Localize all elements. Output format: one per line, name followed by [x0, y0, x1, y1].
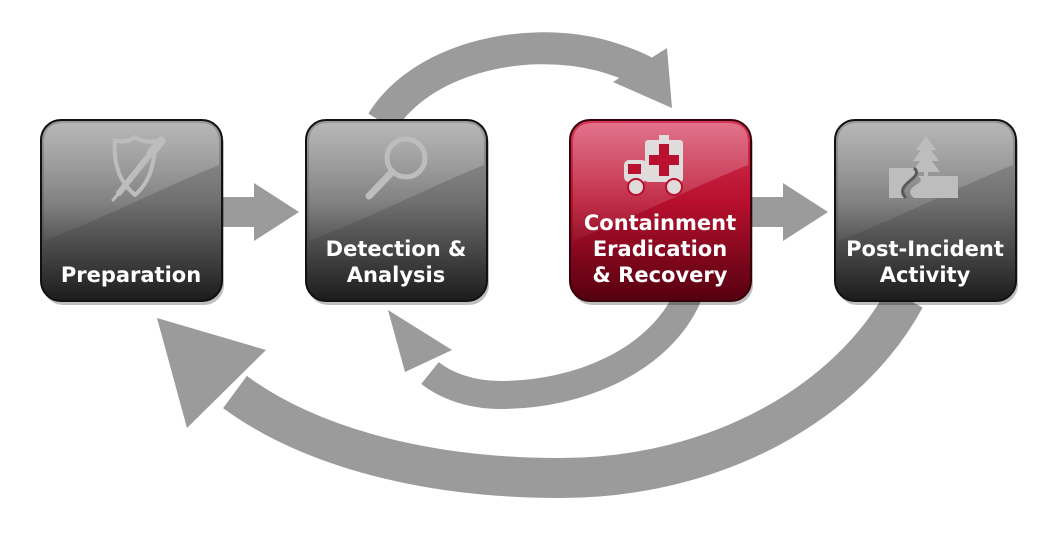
containment-label-line-1: Containment: [584, 211, 736, 235]
tile-gloss: [309, 123, 484, 241]
post-incident-tile: [834, 119, 1018, 305]
arrow-detection-to-containment: [368, 32, 672, 131]
magnifier-icon: [365, 136, 428, 200]
arrow-postincident-to-preparation: [157, 288, 923, 499]
post-incident-label-line-2: Activity: [880, 263, 971, 287]
shield-pen-icon: [111, 135, 166, 202]
road-tree-icon: [889, 136, 958, 200]
preparation-label: Preparation: [61, 263, 201, 287]
post-incident-label-line-1: Post-Incident: [846, 237, 1004, 261]
arrow-preparation-to-detection: [218, 183, 299, 241]
labels-layer: Preparation Detection & Analysis Contain…: [61, 211, 1004, 287]
arrow-containment-to-detection: [388, 289, 701, 410]
detection-analysis-tile: [305, 119, 489, 305]
containment-label-line-3: & Recovery: [593, 263, 728, 287]
icons-layer: [111, 135, 958, 202]
arrow-containment-to-postincident: [748, 183, 828, 241]
containment-label-line-2: Eradication: [593, 237, 727, 261]
detection-analysis-label-line-2: Analysis: [347, 263, 445, 287]
ambulance-icon: [624, 135, 683, 196]
detection-analysis-label-line-1: Detection &: [326, 237, 467, 261]
arrows-layer: [157, 32, 923, 499]
